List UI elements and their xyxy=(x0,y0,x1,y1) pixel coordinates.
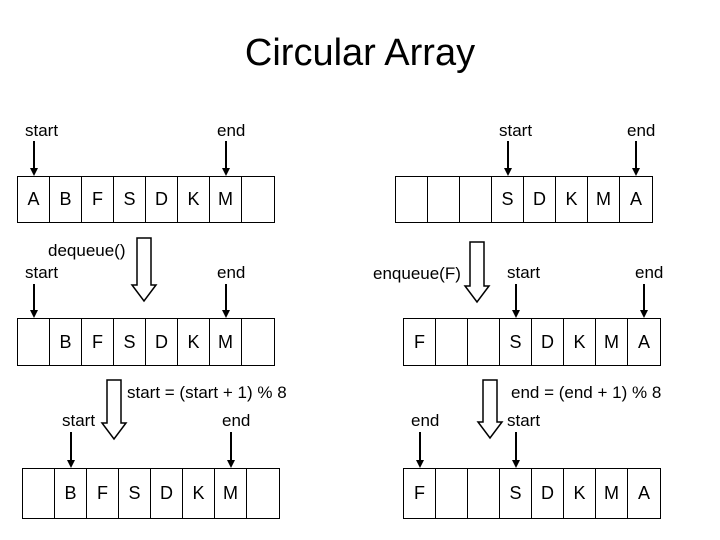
array-cell: D xyxy=(532,469,564,518)
pointer-label-end: end xyxy=(411,411,440,430)
array-cell: D xyxy=(146,319,178,365)
array-cell: D xyxy=(151,469,183,518)
array-cell: D xyxy=(524,177,556,222)
array-cell: K xyxy=(178,319,210,365)
array-cell: M xyxy=(588,177,620,222)
array-cell: M xyxy=(596,469,628,518)
array-cell: S xyxy=(500,319,532,365)
pointer-label-start: start xyxy=(62,411,96,430)
array-cell: M xyxy=(210,177,242,222)
pointer-label-start: start xyxy=(507,411,541,430)
array-cell: F xyxy=(82,319,114,365)
array-cell: K xyxy=(564,319,596,365)
array-cell: A xyxy=(18,177,50,222)
equation-label: end = (end + 1) % 8 xyxy=(511,383,662,402)
array-cell: S xyxy=(119,469,151,518)
operation-label: enqueue(F) xyxy=(373,264,461,283)
pointer-arrow-down-icon xyxy=(640,284,648,318)
pointer-arrow-down-icon xyxy=(222,284,230,318)
array-cell: K xyxy=(183,469,215,518)
array-cell: F xyxy=(404,319,436,365)
pointer-arrow-down-icon xyxy=(227,432,235,468)
array-cell xyxy=(396,177,428,222)
array-cell: A xyxy=(637,331,650,352)
array-cell: B xyxy=(50,319,82,365)
array-cell xyxy=(242,177,274,222)
pointer-label-start: start xyxy=(507,263,541,282)
array-cell: D xyxy=(146,177,178,222)
array-cell: S xyxy=(114,177,146,222)
pointer-arrow-down-icon xyxy=(222,141,230,176)
array-cell: K xyxy=(564,469,596,518)
pointer-arrow-down-icon xyxy=(30,284,38,318)
array-cell xyxy=(428,177,460,222)
array-cell: K xyxy=(178,177,210,222)
array-cell: F xyxy=(87,469,119,518)
array-cell: M xyxy=(596,319,628,365)
array-cell: S xyxy=(500,469,532,518)
block-arrow-down-icon xyxy=(463,241,491,304)
pointer-arrow-down-icon xyxy=(632,141,640,176)
pointer-label-start: start xyxy=(499,121,533,140)
block-arrow-down-icon xyxy=(100,379,128,441)
array-cell: A xyxy=(637,483,650,503)
pointer-label-end: end xyxy=(217,263,246,282)
array-cell xyxy=(436,319,468,365)
array-cell: M xyxy=(215,469,247,518)
array-cell: K xyxy=(556,177,588,222)
pointer-arrow-down-icon xyxy=(512,284,520,318)
pointer-label-end: end xyxy=(222,411,251,430)
array-cell: S xyxy=(492,177,524,222)
block-arrow-down-icon xyxy=(130,237,158,303)
pointer-arrow-down-icon xyxy=(30,141,38,176)
equation-label: start = (start + 1) % 8 xyxy=(127,383,287,402)
array-cell xyxy=(468,469,500,518)
pointer-arrow-down-icon xyxy=(512,432,520,468)
array-cell xyxy=(242,319,274,365)
array-cell: B xyxy=(55,469,87,518)
array-cell xyxy=(468,319,500,365)
array-cell xyxy=(18,319,50,365)
array-cell: F xyxy=(404,469,436,518)
operation-label: dequeue() xyxy=(48,241,126,260)
array-cell: M xyxy=(210,319,242,365)
array-cell: F xyxy=(82,177,114,222)
slide-title: Circular Array xyxy=(244,32,476,74)
array-cell xyxy=(23,469,55,518)
array-cell: B xyxy=(50,177,82,222)
pointer-arrow-down-icon xyxy=(416,432,424,468)
pointer-label-end: end xyxy=(635,263,664,282)
array-cell: S xyxy=(114,319,146,365)
pointer-label-end: end xyxy=(627,121,656,140)
array-cell xyxy=(460,177,492,222)
array-cell: D xyxy=(532,319,564,365)
array-cell xyxy=(436,469,468,518)
pointer-arrow-down-icon xyxy=(67,432,75,468)
array-cell: A xyxy=(629,189,642,209)
array-cell xyxy=(247,469,279,518)
pointer-label-start: start xyxy=(25,263,59,282)
pointer-arrow-down-icon xyxy=(504,141,512,176)
block-arrow-down-icon xyxy=(476,379,504,440)
pointer-label-start: start xyxy=(25,121,59,140)
pointer-label-end: end xyxy=(217,121,246,140)
